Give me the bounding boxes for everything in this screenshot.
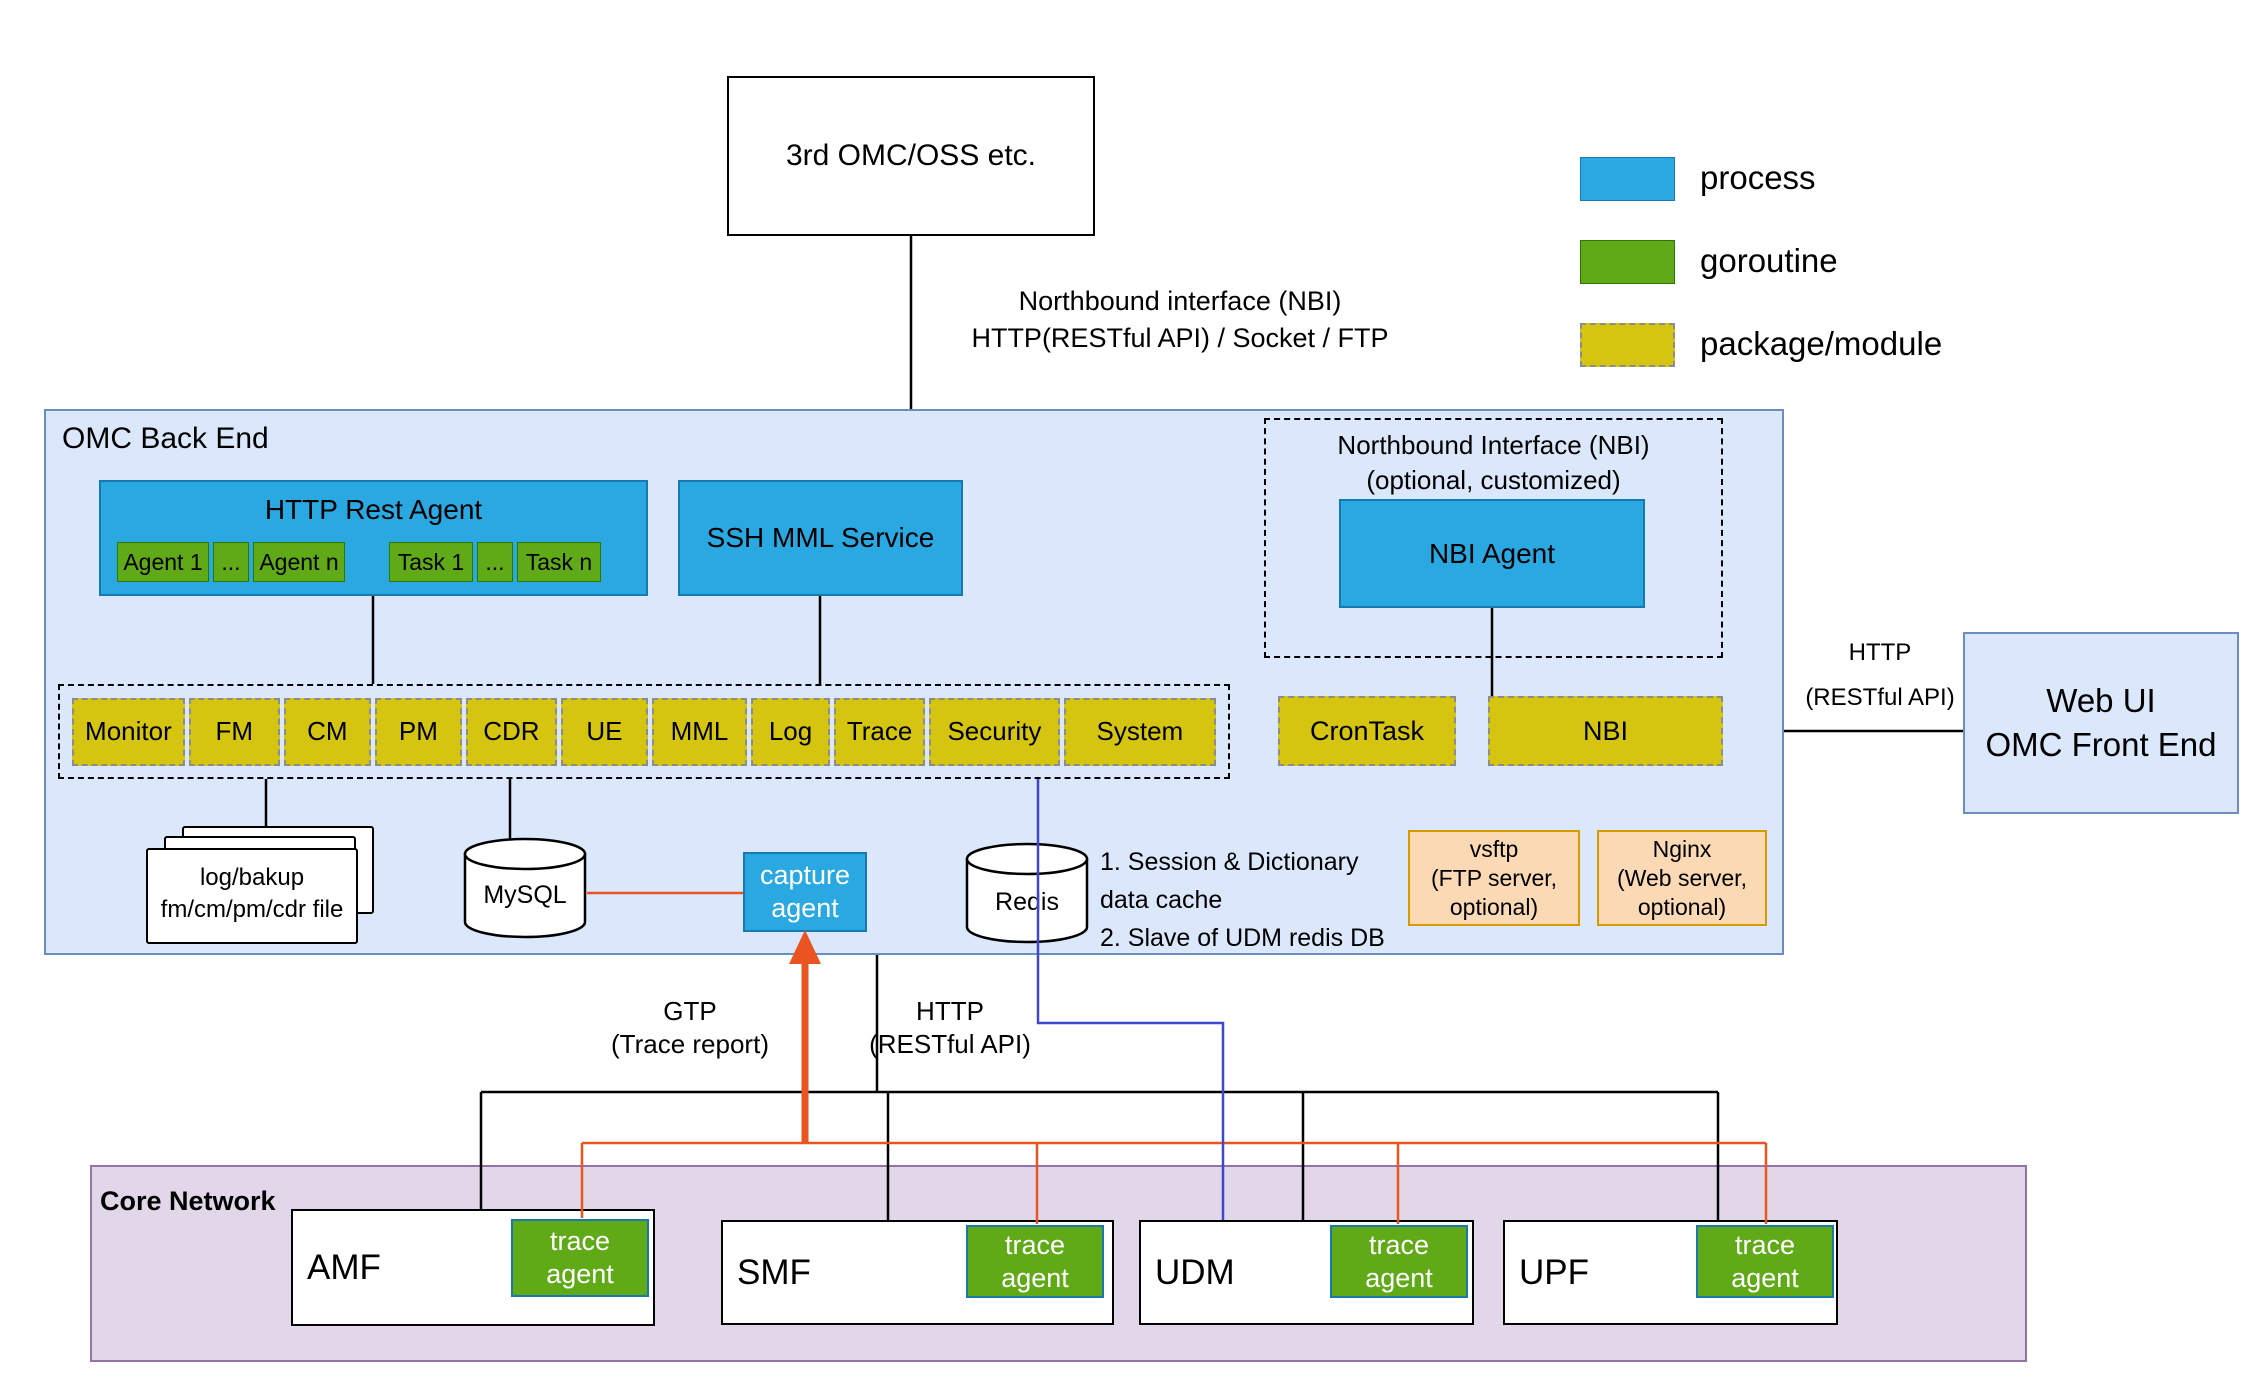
trace-agent-line1: trace [549, 1226, 611, 1256]
capture-agent-line1: capture [759, 860, 851, 890]
module-crontask: CronTask [1278, 696, 1456, 766]
http-edge-label: HTTP (RESTful API) [845, 995, 1055, 1061]
gtp-arrow [789, 930, 821, 1143]
legend-swatch-goroutine [1580, 240, 1675, 284]
goroutine-agent-1: Agent 1 [117, 542, 209, 582]
nf-name-upf: UPF [1519, 1252, 1589, 1292]
nf-box-udm: UDM trace agent [1139, 1220, 1474, 1325]
module-security: Security [929, 697, 1060, 766]
nf-name-udm: UDM [1155, 1252, 1235, 1292]
nf-box-upf: UPF trace agent [1503, 1220, 1838, 1325]
http-rest-agent-box: HTTP Rest Agent Agent 1 ... Agent n Task… [99, 480, 648, 596]
gtp-label-line1: GTP [663, 996, 717, 1026]
gtp-label-line2: (Trace report) [611, 1029, 769, 1059]
trace-agent-udm: trace agent [1330, 1225, 1468, 1298]
goroutine-agent-n: Agent n [253, 542, 345, 582]
legend-label-process: process [1700, 159, 1816, 196]
legend-swatch-process [1580, 157, 1675, 201]
nf-box-smf: SMF trace agent [721, 1220, 1114, 1325]
nbi-group-title-line2: (optional, customized) [1366, 465, 1621, 495]
legend-swatch-package-module [1580, 323, 1675, 367]
webui-http-line2: (RESTful API) [1805, 684, 1955, 711]
web-ui-box: Web UI OMC Front End [1963, 632, 2239, 814]
web-ui-line1: Web UI [2046, 682, 2156, 719]
mysql-database: MySQL [463, 837, 587, 939]
webui-http-line1: HTTP [1848, 639, 1912, 666]
core-network-title: Core Network [100, 1186, 276, 1216]
cylinder-icon [463, 837, 587, 939]
nbi-label-line1: Northbound interface (NBI) [1018, 286, 1342, 316]
gtp-edge-label: GTP (Trace report) [590, 995, 790, 1061]
trace-agent-line2: agent [546, 1259, 614, 1289]
trace-agent-line1: trace [1734, 1229, 1796, 1260]
nf-name-smf: SMF [737, 1252, 811, 1292]
module-log: Log [750, 697, 831, 766]
trace-agent-line2: agent [1001, 1262, 1069, 1293]
capture-agent-line2: agent [771, 893, 839, 923]
nbi-agent-box: NBI Agent [1339, 499, 1645, 608]
goroutine-task-1: Task 1 [389, 542, 473, 582]
nf-box-amf: AMF trace agent [291, 1209, 655, 1326]
nbi-label-line2: HTTP(RESTful API) / Socket / FTP [971, 323, 1389, 353]
trace-agent-smf: trace agent [966, 1225, 1104, 1298]
nbi-group-title-line1: Northbound Interface (NBI) [1337, 430, 1650, 460]
module-cdr: CDR [465, 697, 557, 766]
trace-agent-line1: trace [1004, 1229, 1066, 1260]
redis-database: Redis [965, 842, 1089, 944]
trace-agent-line2: agent [1365, 1262, 1433, 1293]
trace-agent-upf: trace agent [1696, 1225, 1834, 1298]
web-ui-line2: OMC Front End [1985, 726, 2217, 763]
module-pm: PM [374, 697, 462, 766]
webui-http-label: HTTP (RESTful API) [1790, 636, 1970, 714]
file-page-front: log/bakup fm/cm/pm/cdr file [146, 848, 358, 944]
trace-agent-line1: trace [1368, 1229, 1430, 1260]
module-system: System [1063, 697, 1217, 766]
goroutine-task-ellipsis: ... [477, 542, 513, 582]
trace-agent-amf: trace agent [511, 1219, 649, 1297]
external-oss-box: 3rd OMC/OSS etc. [727, 76, 1095, 236]
trace-agent-line2: agent [1731, 1262, 1799, 1293]
redis-notes: 1. Session & Dictionary data cache 2. Sl… [1100, 843, 1410, 957]
redis-note-line3: 2. Slave of UDM redis DB [1100, 924, 1385, 952]
goroutine-agent-ellipsis: ... [213, 542, 249, 582]
nf-name-amf: AMF [307, 1247, 381, 1287]
modules-container: Monitor FM CM PM CDR UE MML Log Trace Se… [58, 684, 1230, 779]
ssh-mml-service-box: SSH MML Service [678, 480, 963, 596]
nginx-box: Nginx (Web server, optional) [1597, 830, 1767, 926]
external-oss-label: 3rd OMC/OSS etc. [785, 139, 1037, 172]
redis-note-line2: data cache [1100, 886, 1223, 914]
files-label-line2: fm/cm/pm/cdr file [160, 896, 344, 923]
module-monitor: Monitor [72, 697, 185, 766]
omc-backend-title: OMC Back End [62, 422, 269, 455]
log-backup-files: log/bakup fm/cm/pm/cdr file [146, 826, 378, 948]
nbi-agent-label: NBI Agent [1428, 537, 1556, 569]
http-rest-agent-title: HTTP Rest Agent [264, 494, 483, 525]
nginx-line2: (Web server, [1617, 864, 1747, 891]
goroutine-task-n: Task n [517, 542, 601, 582]
http-label-line1: HTTP [916, 996, 984, 1026]
legend-label-goroutine: goroutine [1700, 242, 1838, 279]
northbound-interface-label: Northbound interface (NBI) HTTP(RESTful … [900, 283, 1460, 357]
vsftp-line1: vsftp [1469, 835, 1519, 862]
mysql-label: MySQL [483, 881, 567, 909]
legend-label-package-module: package/module [1700, 325, 1943, 362]
vsftp-line3: optional) [1449, 893, 1539, 920]
files-label-line1: log/bakup [199, 864, 305, 891]
module-fm: FM [188, 697, 280, 766]
http-label-line2: (RESTful API) [869, 1029, 1031, 1059]
ssh-mml-service-label: SSH MML Service [706, 522, 935, 553]
nginx-line3: optional) [1637, 893, 1727, 920]
module-nbi: NBI [1488, 696, 1723, 766]
module-mml: MML [651, 697, 747, 766]
module-cm: CM [283, 697, 371, 766]
redis-label: Redis [995, 888, 1059, 916]
module-ue: UE [560, 697, 648, 766]
nginx-line1: Nginx [1652, 835, 1712, 862]
redis-note-line1: 1. Session & Dictionary [1100, 848, 1359, 876]
vsftp-box: vsftp (FTP server, optional) [1408, 830, 1580, 926]
vsftp-line2: (FTP server, [1430, 864, 1558, 891]
capture-agent-box: capture agent [743, 852, 867, 932]
nbi-optional-group: Northbound Interface (NBI) (optional, cu… [1264, 418, 1723, 658]
module-trace: Trace [834, 697, 926, 766]
